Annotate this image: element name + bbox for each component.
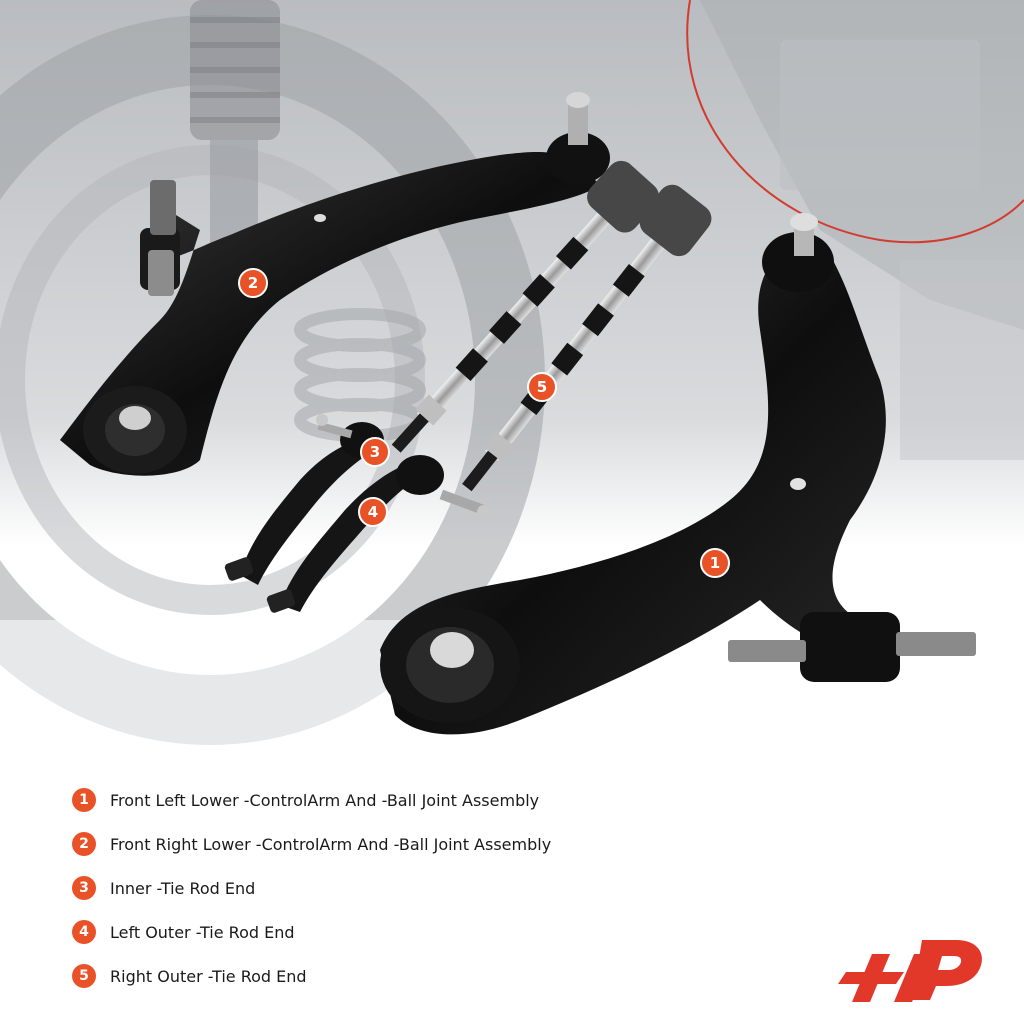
tie-rod-end-icon: [224, 414, 491, 613]
parts-legend: 1 Front Left Lower -ControlArm And -Ball…: [72, 778, 792, 998]
legend-item: 5 Right Outer -Tie Rod End: [72, 954, 792, 998]
legend-number: 4: [72, 920, 96, 944]
legend-label: Front Left Lower -ControlArm And -Ball J…: [110, 790, 540, 810]
legend-label: Right Outer -Tie Rod End: [110, 966, 307, 986]
callout-5: 5: [527, 372, 557, 402]
control-arm-icon: [380, 213, 976, 735]
legend-item: 4 Left Outer -Tie Rod End: [72, 910, 792, 954]
legend-item: 3 Inner -Tie Rod End: [72, 866, 792, 910]
legend-number: 5: [72, 964, 96, 988]
legend-item: 2 Front Right Lower -ControlArm And -Bal…: [72, 822, 792, 866]
legend-label: Inner -Tie Rod End: [110, 878, 256, 898]
legend-label: Front Right Lower -ControlArm And -Ball …: [110, 834, 552, 854]
legend-label: Left Outer -Tie Rod End: [110, 922, 295, 942]
legend-number: 1: [72, 788, 96, 812]
control-arm-icon: [60, 92, 610, 476]
callout-2: 2: [238, 268, 268, 298]
brand-logo-icon: [838, 940, 982, 1002]
legend-number: 2: [72, 832, 96, 856]
tie-rod-icon: [391, 160, 712, 492]
callout-4: 4: [358, 497, 388, 527]
legend-number: 3: [72, 876, 96, 900]
callout-1: 1: [700, 548, 730, 578]
callout-3: 3: [360, 437, 390, 467]
legend-item: 1 Front Left Lower -ControlArm And -Ball…: [72, 778, 792, 822]
